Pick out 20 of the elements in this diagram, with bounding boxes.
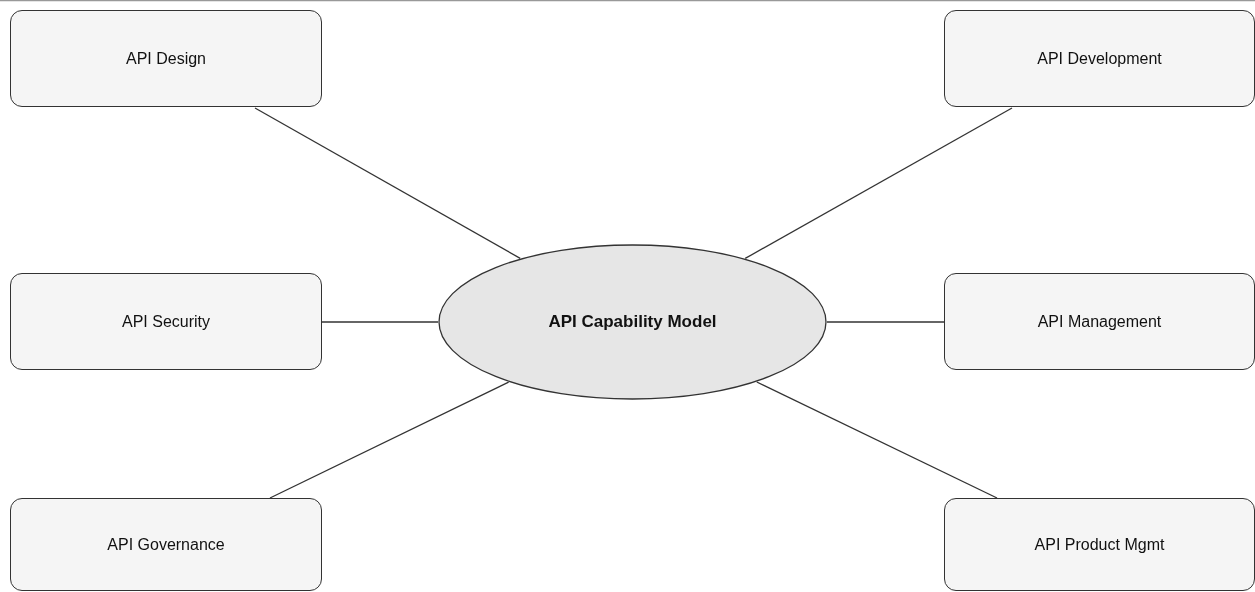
capability-box: [10, 498, 322, 591]
connector-line: [744, 107, 1013, 260]
capability-box: [944, 498, 1255, 591]
node-label: API Design: [125, 49, 206, 68]
capability-box: [944, 10, 1255, 107]
capability-box: [944, 273, 1255, 370]
node-label: API Governance: [107, 535, 225, 554]
connector-line: [254, 107, 521, 259]
node-label: API Product Mgmt: [1034, 535, 1165, 554]
capability-box: [10, 10, 322, 107]
connector-line: [826, 321, 945, 323]
central-ellipse: [438, 244, 827, 400]
connector-line: [269, 381, 510, 499]
connector-line: [756, 381, 998, 499]
connector-line: [321, 321, 439, 323]
node-label: API Security: [122, 312, 210, 331]
node-label: API Development: [1037, 49, 1162, 68]
node-label: API Capability Model: [548, 312, 717, 332]
capability-box: [10, 273, 322, 370]
node-label: API Management: [1037, 312, 1162, 331]
